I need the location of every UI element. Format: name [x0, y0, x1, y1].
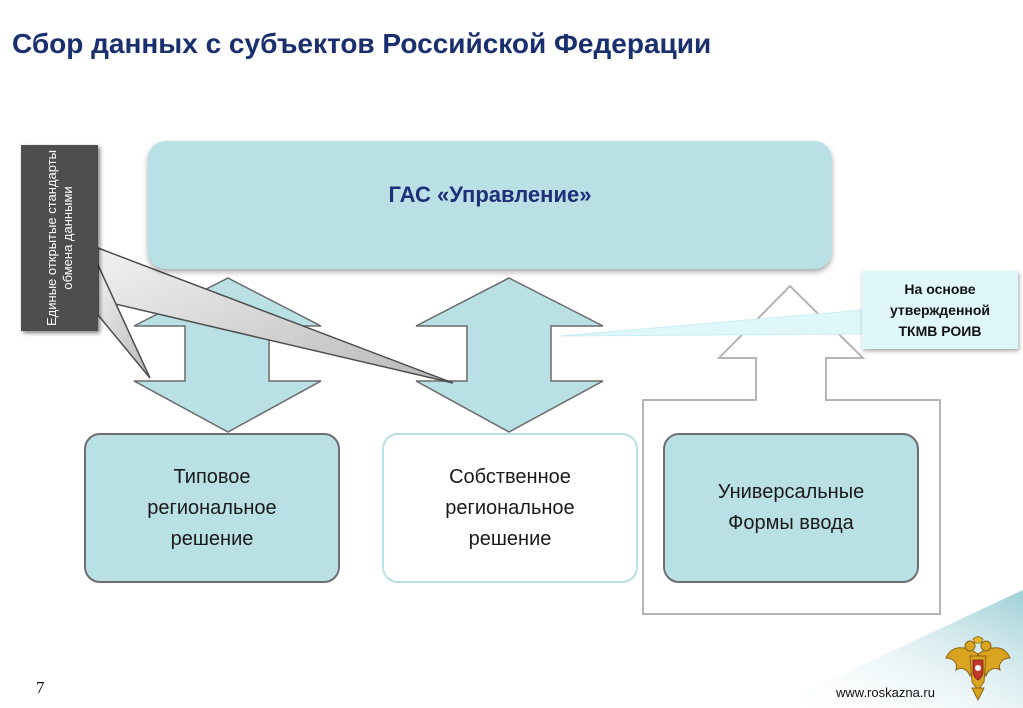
typical-solution-text: Типовое региональное решение	[147, 465, 277, 550]
side-label-pointer-2	[97, 264, 151, 379]
universal-forms-text: Универсальные Формы ввода	[717, 481, 865, 534]
double-arrow-middle	[415, 277, 604, 433]
tkmv-note: На основе утвержденной ТКМВ РОИВ	[862, 271, 1018, 349]
site-url: www.roskazna.ru	[836, 685, 935, 700]
note-pointer	[559, 309, 865, 337]
double-headed-eagle-emblem	[945, 636, 1011, 702]
typical-solution-box: Типовое региональное решение	[84, 433, 340, 583]
corner-decoration	[770, 590, 1023, 708]
gas-upravlenie-label: ГАС «Управление»	[388, 182, 592, 207]
universal-forms-box: Универсальные Формы ввода	[663, 433, 919, 583]
side-label-text: Единые открытые стандарты обмена данными	[43, 150, 75, 326]
side-label-box: Единые открытые стандарты обмена данными	[21, 145, 98, 331]
own-solution-text: Собственное региональное решение	[445, 465, 575, 550]
own-solution-box: Собственное региональное решение	[382, 433, 638, 583]
gas-upravlenie-box: ГАС «Управление»	[148, 141, 832, 269]
page-number: 7	[36, 678, 45, 697]
page-title: Сбор данных с субъектов Российской Федер…	[12, 28, 712, 59]
tkmv-note-text: На основе утвержденной ТКМВ РОИВ	[889, 280, 991, 339]
